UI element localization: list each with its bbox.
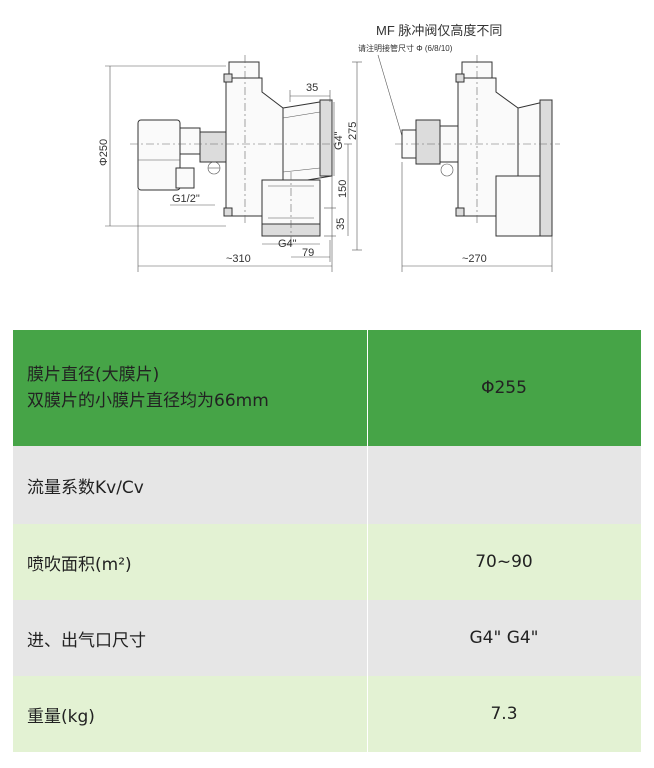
- dim-35-top: 35: [306, 82, 318, 94]
- spec-value: 7.3: [367, 676, 642, 752]
- spec-value: G4" G4": [367, 600, 642, 676]
- dim-phi-250: Φ250: [98, 139, 110, 166]
- spec-label-line2: 双膜片的小膜片直径均为66mm: [27, 391, 269, 411]
- spec-label-line1: 膜片直径(大膜片): [27, 365, 160, 385]
- front-view: 35 275 G4" 150 35 Φ250 G1/2" G4" 79: [98, 55, 362, 272]
- side-view: MF 脉冲阀仅高度不同 请注明接管尺寸 Φ (6/8/10) ~270: [358, 23, 560, 272]
- table-row: 流量系数Kv/Cv: [13, 446, 642, 524]
- dim-35-side: 35: [335, 218, 347, 230]
- dim-79: 79: [302, 247, 314, 259]
- spec-value: [367, 446, 642, 524]
- dim-g4-bottom: G4": [278, 238, 297, 250]
- spec-value: Φ255: [367, 330, 642, 446]
- dim-g4-side: G4": [333, 131, 345, 150]
- table-row: 膜片直径(大膜片) 双膜片的小膜片直径均为66mm Φ255: [13, 330, 642, 446]
- dim-270: ~270: [462, 253, 487, 265]
- spec-label: 进、出气口尺寸: [13, 600, 368, 676]
- spec-value: 70~90: [367, 524, 642, 600]
- dim-150: 150: [337, 180, 349, 198]
- table-row: 喷吹面积(m²) 70~90: [13, 524, 642, 600]
- spec-table: 膜片直径(大膜片) 双膜片的小膜片直径均为66mm Φ255 流量系数Kv/Cv…: [13, 330, 642, 752]
- note-sub: 请注明接管尺寸 Φ (6/8/10): [358, 43, 453, 53]
- table-row: 重量(kg) 7.3: [13, 676, 642, 752]
- spec-label: 喷吹面积(m²): [13, 524, 368, 600]
- spec-label: 膜片直径(大膜片) 双膜片的小膜片直径均为66mm: [13, 330, 368, 446]
- dim-310: ~310: [226, 253, 251, 265]
- note-title: MF 脉冲阀仅高度不同: [376, 23, 502, 38]
- dim-g1-2: G1/2": [172, 193, 200, 205]
- spec-label: 重量(kg): [13, 676, 368, 752]
- dim-275: 275: [347, 122, 359, 140]
- spec-label: 流量系数Kv/Cv: [13, 446, 368, 524]
- technical-drawing: 35 275 G4" 150 35 Φ250 G1/2" G4" 79: [98, 23, 560, 272]
- table-row: 进、出气口尺寸 G4" G4": [13, 600, 642, 676]
